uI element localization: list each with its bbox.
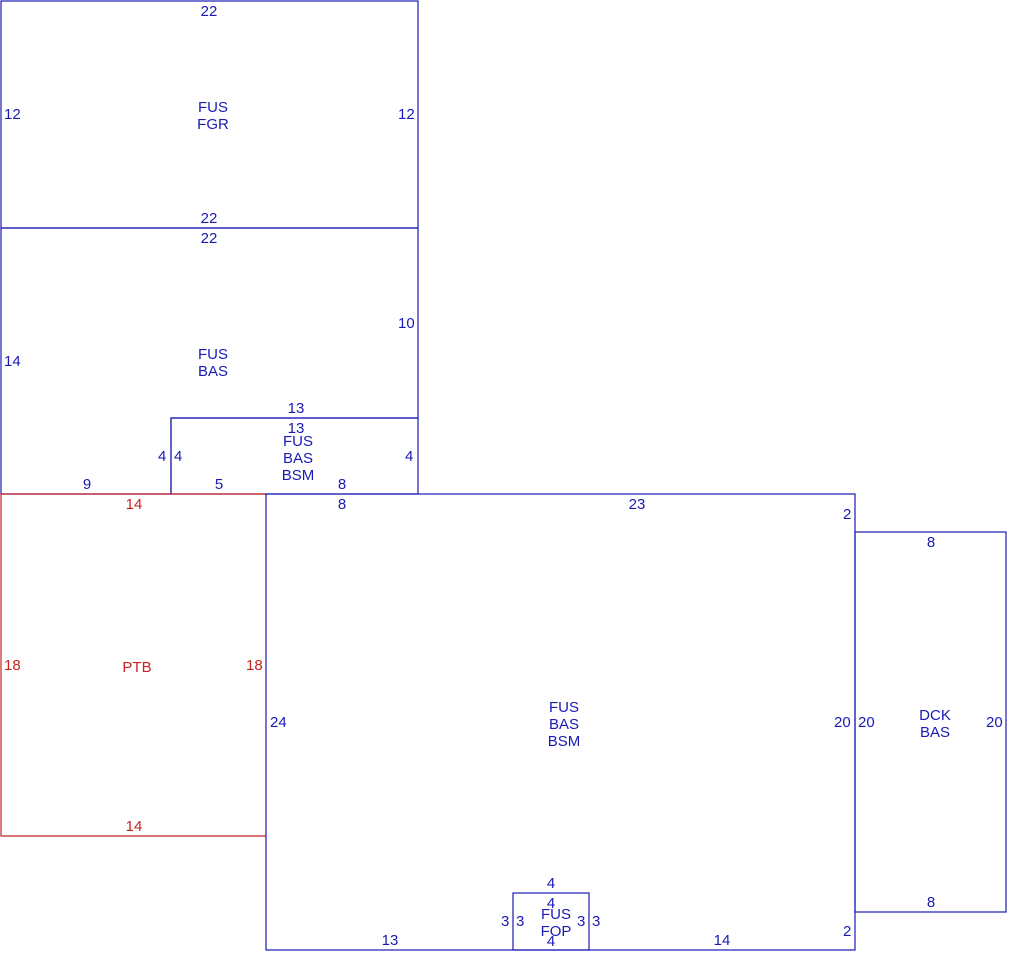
fop-top-outer-dim: 4 <box>547 875 555 892</box>
area-bas[interactable]: 22 14 10 9 FUS BAS <box>0 227 419 495</box>
bsm-small-bottom-right-dim: 8 <box>338 476 346 493</box>
fop-code-2: FOP <box>541 923 572 940</box>
area-ptb-outline <box>0 493 266 837</box>
fgr-left-dim: 12 <box>4 106 21 123</box>
bsm-main-top-left-dim: 8 <box>338 496 346 513</box>
dck-top-dim: 8 <box>927 534 935 551</box>
fop-bottom-dim: 4 <box>547 933 555 950</box>
area-fop-outline <box>512 892 590 951</box>
dck-left-dim: 20 <box>858 714 875 731</box>
bsm-small-top-inner-dim: 13 <box>288 420 305 437</box>
fop-right-inner-dim: 3 <box>577 913 585 930</box>
bas-left-dim: 14 <box>4 353 21 370</box>
area-dck[interactable]: 8 20 20 8 DCK BAS <box>854 531 1007 913</box>
bsm-main-bottom-right-dim: 14 <box>714 932 731 949</box>
bas-top-dim: 22 <box>201 230 218 247</box>
fop-top-inner-dim: 4 <box>547 895 555 912</box>
fop-right-outer-dim: 3 <box>592 913 600 930</box>
ptb-top-dim: 14 <box>126 496 143 513</box>
bsm-main-code-2: BAS <box>549 716 579 733</box>
bsm-main-left-dim: 24 <box>270 714 287 731</box>
area-bsm-small[interactable]: 13 13 4 4 4 5 8 FUS BAS BSM <box>158 400 419 495</box>
ptb-right-dim: 18 <box>246 657 263 674</box>
ptb-bottom-dim: 14 <box>126 818 143 835</box>
bsm-small-right-dim: 4 <box>405 448 413 465</box>
bsm-main-bottom-left-dim: 13 <box>382 932 399 949</box>
bsm-main-code-3: BSM <box>548 733 581 750</box>
bsm-main-right-dim: 20 <box>834 714 851 731</box>
bsm-small-left-outer-dim: 4 <box>158 448 166 465</box>
fop-left-inner-dim: 3 <box>516 913 524 930</box>
area-fgr[interactable]: 22 12 12 22 FUS FGR <box>0 0 419 229</box>
dck-right-dim: 20 <box>986 714 1003 731</box>
bsm-small-top-outer-dim: 13 <box>288 400 305 417</box>
bsm-main-corner-top-dim: 2 <box>843 506 851 523</box>
area-fop[interactable]: 4 4 3 3 3 3 4 FUS FOP <box>501 875 600 951</box>
fgr-code-1: FUS <box>198 99 228 116</box>
bsm-small-code-1: FUS <box>283 433 313 450</box>
fgr-right-dim: 12 <box>398 106 415 123</box>
bsm-main-corner-bottom-dim: 2 <box>843 923 851 940</box>
dck-bottom-dim: 8 <box>927 894 935 911</box>
area-ptb[interactable]: 14 18 18 14 PTB <box>0 493 266 837</box>
ptb-code-1: PTB <box>122 659 151 676</box>
bas-code-1: FUS <box>198 346 228 363</box>
bsm-main-code-1: FUS <box>549 699 579 716</box>
dck-code-2: BAS <box>920 724 950 741</box>
bas-bottom-left-dim: 9 <box>83 476 91 493</box>
fop-left-outer-dim: 3 <box>501 913 509 930</box>
bsm-small-code-2: BAS <box>283 450 313 467</box>
bsm-small-bottom-left-dim: 5 <box>215 476 223 493</box>
area-dck-outline <box>854 531 1007 913</box>
bas-code-2: BAS <box>198 363 228 380</box>
area-bsm-main[interactable]: 8 23 24 20 2 2 13 14 FUS BAS BSM <box>265 493 856 951</box>
ptb-left-dim: 18 <box>4 657 21 674</box>
bsm-small-left-inner-dim: 4 <box>174 448 182 465</box>
fgr-top-dim: 22 <box>201 3 218 20</box>
bas-right-dim: 10 <box>398 315 415 332</box>
fgr-bottom-dim: 22 <box>201 210 218 227</box>
fgr-code-2: FGR <box>197 116 229 133</box>
bsm-main-top-right-dim: 23 <box>629 496 646 513</box>
bsm-small-code-3: BSM <box>282 467 315 484</box>
dck-code-1: DCK <box>919 707 951 724</box>
fop-code-1: FUS <box>541 906 571 923</box>
